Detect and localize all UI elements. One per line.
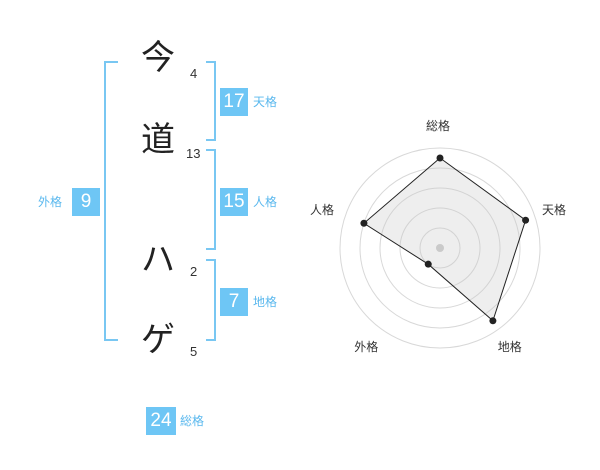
name-char-4: ゲ <box>141 320 175 360</box>
name-char-1: 今 <box>141 38 175 78</box>
radar-point-3 <box>489 317 497 325</box>
chikaku-bracket <box>206 259 216 341</box>
radar-ring-1 <box>419 227 461 269</box>
soukaku-value: 24 <box>146 407 176 435</box>
jinkaku-bracket <box>206 149 216 250</box>
radar-point-1 <box>436 154 444 162</box>
radar-point-2 <box>522 216 530 224</box>
gaikaku-value: 9 <box>72 188 100 216</box>
soukaku-label: 総格 <box>180 414 205 428</box>
gaikaku-label: 外格 <box>38 195 63 209</box>
radar-ring-3 <box>379 187 501 309</box>
stroke-count-4: 5 <box>190 344 198 359</box>
radar-point-5 <box>360 219 368 227</box>
radar-center <box>436 244 444 252</box>
radar-axis-label-5: 人格 <box>309 203 334 218</box>
radar-point-4 <box>424 260 432 268</box>
jinkaku-value: 15 <box>220 188 248 216</box>
tenkaku-bracket <box>206 61 216 141</box>
radar-axis-label-3: 地格 <box>497 339 522 354</box>
radar-polygon <box>363 157 527 322</box>
radar-axis-label-1: 総格 <box>426 119 451 133</box>
gaikaku-bracket <box>104 61 118 341</box>
tenkaku-value: 17 <box>220 88 248 116</box>
name-char-3: ハ <box>141 240 175 280</box>
radar-axis-label-2: 天格 <box>542 203 567 218</box>
name-char-2: 道 <box>141 120 175 160</box>
tenkaku-label: 天格 <box>253 95 278 109</box>
chikaku-value: 7 <box>220 288 248 316</box>
radar-ring-4 <box>359 167 521 329</box>
chikaku-label: 地格 <box>253 295 278 309</box>
stroke-count-1: 4 <box>190 66 198 81</box>
radar-ring-2 <box>399 207 481 289</box>
radar-axis-label-4: 外格 <box>354 339 379 354</box>
jinkaku-label: 人格 <box>253 195 278 209</box>
stroke-count-3: 2 <box>190 264 198 279</box>
stroke-count-2: 13 <box>186 146 201 161</box>
